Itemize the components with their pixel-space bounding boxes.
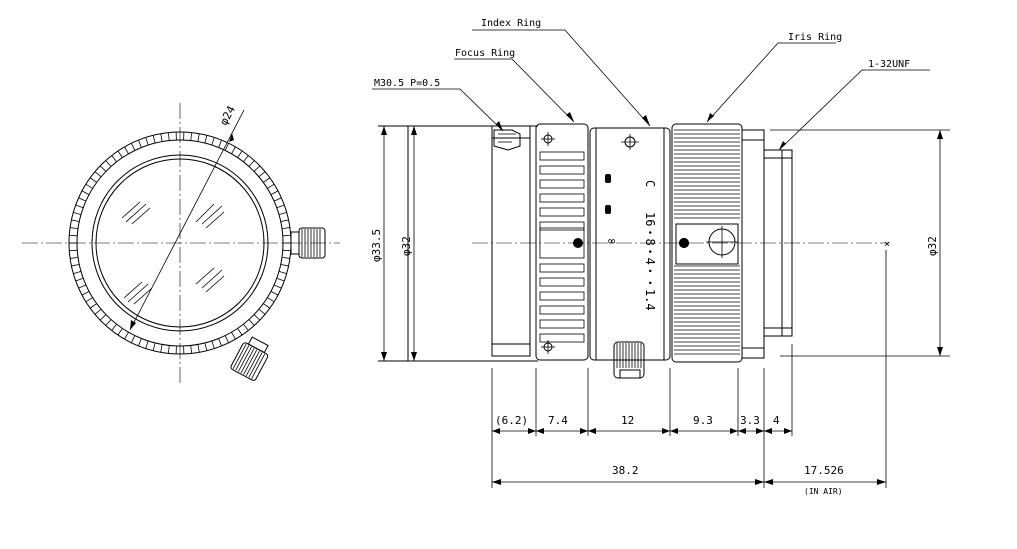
c-mark: C [643, 180, 657, 187]
body-diameter-label: φ32 [400, 236, 413, 256]
bottom-screw-icon [230, 336, 269, 381]
outer-diameter-label: φ33.5 [370, 229, 383, 262]
dim-mount: 4 [773, 414, 780, 427]
dimension-row-2: 38.2 17.526 (IN AIR) [492, 464, 886, 496]
mount-label: 1-32UNF [868, 59, 910, 70]
dim-total: 38.2 [612, 464, 639, 477]
front-diameter-line [129, 109, 245, 331]
front-knurl-ring [69, 132, 291, 354]
side-view: × [370, 18, 950, 496]
focus-scale: 16・8・4・・1.4 [643, 212, 657, 311]
iris-ring[interactable] [671, 123, 743, 363]
dim-iris: 9.3 [693, 414, 713, 427]
index-ring-label: Index Ring [481, 18, 541, 29]
dim-rear: 3.3 [740, 414, 760, 427]
dim-back-focus: 17.526 [804, 464, 844, 477]
front-diameter-label: φ24 [217, 103, 238, 127]
dim-back-focus-note: (IN AIR) [804, 487, 843, 496]
dimension-row-1: (6.2) 7.4 12 9.3 3.3 4 [492, 414, 792, 434]
dim-focus: 7.4 [548, 414, 568, 427]
index-lock-screw-icon[interactable] [613, 341, 645, 379]
glass-hatch [121, 201, 225, 305]
c-mount [763, 149, 793, 337]
infinity-mark: ∞ [608, 234, 615, 248]
dim-front: (6.2) [495, 414, 528, 427]
mount-diameter-label: φ32 [926, 236, 939, 256]
front-thread-barrel [378, 125, 538, 362]
focus-ring[interactable] [535, 123, 589, 361]
extension-lines [491, 250, 887, 488]
index-ring: ∞ C 16・8・4・・1.4 [589, 127, 689, 361]
iris-ring-label: Iris Ring [788, 32, 842, 43]
leaders [372, 29, 930, 151]
dim-index: 12 [621, 414, 634, 427]
focus-ring-label: Focus Ring [455, 48, 515, 59]
rear-body [741, 129, 765, 359]
right-screw-icon [290, 227, 326, 259]
front-view: φ24 [22, 103, 340, 385]
thread-label: M30.5 P=0.5 [374, 78, 440, 89]
image-plane-mark: × [884, 239, 890, 250]
